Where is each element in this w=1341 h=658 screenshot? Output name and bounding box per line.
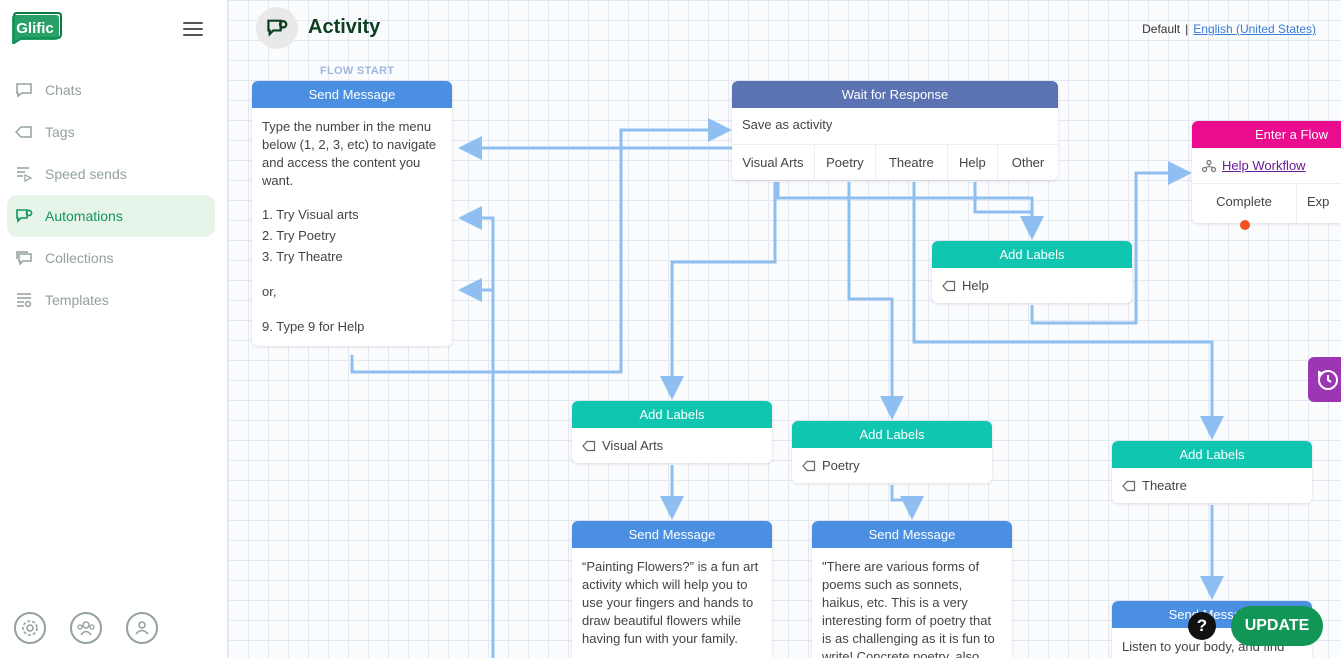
flow-link-row: Help Workflow [1192, 148, 1341, 183]
automation-icon [256, 7, 298, 49]
message-body: “Painting Flowers?” is a fun art activit… [582, 559, 759, 646]
profile-icon[interactable] [126, 612, 158, 644]
tag-icon [15, 123, 33, 141]
add-labels-node[interactable]: Add Labels Help [932, 241, 1132, 303]
sidebar-item-label: Automations [45, 208, 123, 224]
sidebar-item-label: Tags [45, 124, 75, 140]
menu-toggle-icon[interactable] [183, 22, 203, 36]
label-name: Poetry [822, 458, 860, 473]
sidebar-item-label: Speed sends [45, 166, 127, 182]
label-name: Visual Arts [602, 438, 664, 453]
exit-other[interactable]: Other [1011, 155, 1045, 170]
message-body: Type the number in the menu below (1, 2,… [252, 108, 452, 346]
sidebar-item-label: Templates [45, 292, 109, 308]
language-switcher: Default | English (United States) [1142, 22, 1316, 36]
node-type-header: Add Labels [792, 421, 992, 448]
node-type-header: Send Message [812, 521, 1012, 548]
exit-list: Complete Exp [1192, 183, 1341, 223]
node-type-header: Send Message [572, 521, 772, 548]
exit-poetry[interactable]: Poetry [815, 145, 876, 180]
enter-flow-node[interactable]: Enter a Flow Help Workflow Complete Exp [1192, 121, 1341, 223]
send-message-node[interactable]: Send Message “Painting Flowers?” is a fu… [572, 521, 772, 658]
flow-start-label: FLOW START [320, 65, 395, 77]
node-type-header: Wait for Response [732, 81, 1058, 108]
tag-icon [802, 460, 816, 471]
exit-expired[interactable]: Exp [1307, 194, 1330, 209]
staff-icon[interactable] [70, 612, 102, 644]
label-name: Theatre [1142, 478, 1187, 493]
sidebar-item-chats[interactable]: Chats [7, 69, 215, 111]
node-type-header: Add Labels [932, 241, 1132, 268]
label-row: Visual Arts [572, 428, 772, 463]
node-type-header: Enter a Flow [1192, 121, 1341, 148]
automation-icon [15, 207, 33, 225]
exit-visual-arts[interactable]: Visual Arts [732, 145, 815, 180]
glific-logo[interactable]: Glific [10, 12, 62, 45]
language-link[interactable]: English (United States) [1193, 22, 1316, 36]
update-button[interactable]: UPDATE [1231, 606, 1323, 646]
flow-tree-icon [1202, 159, 1216, 172]
add-labels-node[interactable]: Add Labels Visual Arts [572, 401, 772, 463]
tag-icon [582, 440, 596, 451]
tag-icon [1122, 480, 1136, 491]
language-separator: | [1185, 22, 1189, 36]
label-row: Theatre [1112, 468, 1312, 503]
flow-name-link[interactable]: Help Workflow [1222, 158, 1306, 173]
help-button[interactable]: ? [1188, 612, 1216, 640]
label-row: Help [932, 268, 1132, 303]
exit-help[interactable]: Help [948, 145, 998, 180]
chat-icon [15, 81, 33, 99]
sidebar: Glific Chats Tags Speed sends Automation… [0, 0, 228, 658]
language-default[interactable]: Default [1142, 22, 1181, 36]
message-line: 1. Try Visual arts [262, 207, 359, 222]
sidebar-bottom-actions [14, 612, 158, 644]
label-name: Help [962, 278, 989, 293]
wait-for-response-node[interactable]: Wait for Response Save as activity Visua… [732, 81, 1058, 180]
send-message-node[interactable]: Send Message "There are various forms of… [812, 521, 1012, 658]
node-type-header: Send Message [252, 81, 452, 108]
tag-icon [942, 280, 956, 291]
sidebar-item-label: Chats [45, 82, 82, 98]
sidebar-item-automations[interactable]: Automations [7, 195, 215, 237]
flow-canvas[interactable]: Activity Default | English (United States)… [228, 0, 1341, 658]
template-icon [15, 291, 33, 309]
svg-text:Glific: Glific [16, 20, 54, 37]
sidebar-item-speed-sends[interactable]: Speed sends [7, 153, 215, 195]
label-row: Poetry [792, 448, 992, 483]
collection-icon [15, 249, 33, 267]
message-line: 2. Try Poetry [262, 228, 336, 243]
node-type-header: Add Labels [1112, 441, 1312, 468]
exit-connector[interactable] [1240, 220, 1250, 230]
sidebar-item-collections[interactable]: Collections [7, 237, 215, 279]
message-line: or, [262, 284, 277, 299]
page-title: Activity [308, 16, 381, 38]
message-line: 9. Type 9 for Help [262, 319, 365, 334]
exit-complete[interactable]: Complete [1192, 184, 1297, 223]
sidebar-item-templates[interactable]: Templates [7, 279, 215, 321]
flow-connections [350, 118, 1224, 658]
add-labels-node[interactable]: Add Labels Poetry [792, 421, 992, 483]
message-body: "There are various forms of poems such a… [822, 559, 995, 658]
sidebar-nav: Chats Tags Speed sends Automations Colle… [7, 69, 215, 321]
send-message-node[interactable]: Send Message Type the number in the menu… [252, 81, 452, 346]
settings-icon[interactable] [14, 612, 46, 644]
save-as-text: Save as activity [742, 117, 833, 132]
speed-send-icon [15, 165, 33, 183]
exit-list: Visual Arts Poetry Theatre Help Other [732, 144, 1058, 180]
revisions-icon[interactable] [1308, 357, 1341, 402]
node-type-header: Add Labels [572, 401, 772, 428]
message-line: 3. Try Theatre [262, 249, 343, 264]
sidebar-item-tags[interactable]: Tags [7, 111, 215, 153]
sidebar-item-label: Collections [45, 250, 114, 266]
exit-theatre[interactable]: Theatre [876, 145, 948, 180]
add-labels-node[interactable]: Add Labels Theatre [1112, 441, 1312, 503]
message-line: Type the number in the menu below (1, 2,… [262, 119, 437, 188]
